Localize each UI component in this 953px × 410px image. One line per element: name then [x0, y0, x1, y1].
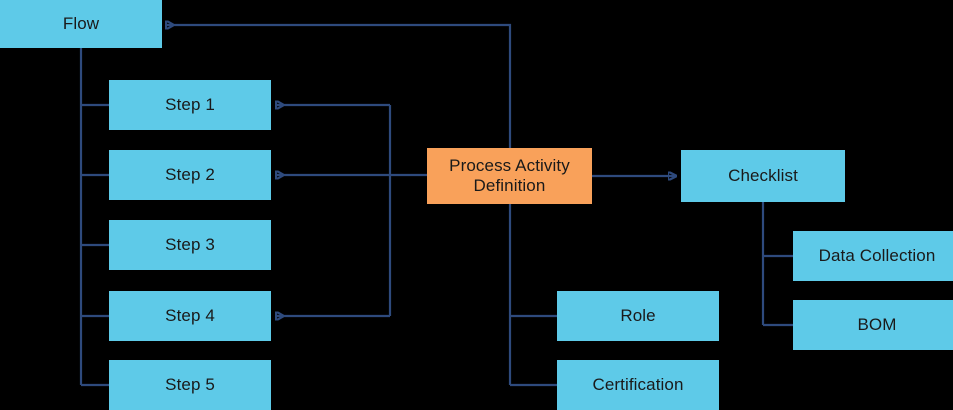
- flow-step-tree: [79, 48, 109, 387]
- checklist-tree: [761, 202, 793, 327]
- node-certification[interactable]: Certification: [557, 360, 719, 410]
- node-step-1[interactable]: Step 1: [109, 80, 271, 130]
- node-flow[interactable]: Flow: [0, 0, 162, 48]
- process-role-tree: [508, 204, 557, 387]
- node-role[interactable]: Role: [557, 291, 719, 341]
- node-checklist[interactable]: Checklist: [681, 150, 845, 202]
- node-step-4[interactable]: Step 4: [109, 291, 271, 341]
- node-step-5[interactable]: Step 5: [109, 360, 271, 410]
- node-data-collection[interactable]: Data Collection: [793, 231, 953, 281]
- node-process-activity[interactable]: Process Activity Definition: [427, 148, 592, 204]
- node-step-2[interactable]: Step 2: [109, 150, 271, 200]
- node-step-3[interactable]: Step 3: [109, 220, 271, 270]
- node-bom[interactable]: BOM: [793, 300, 953, 350]
